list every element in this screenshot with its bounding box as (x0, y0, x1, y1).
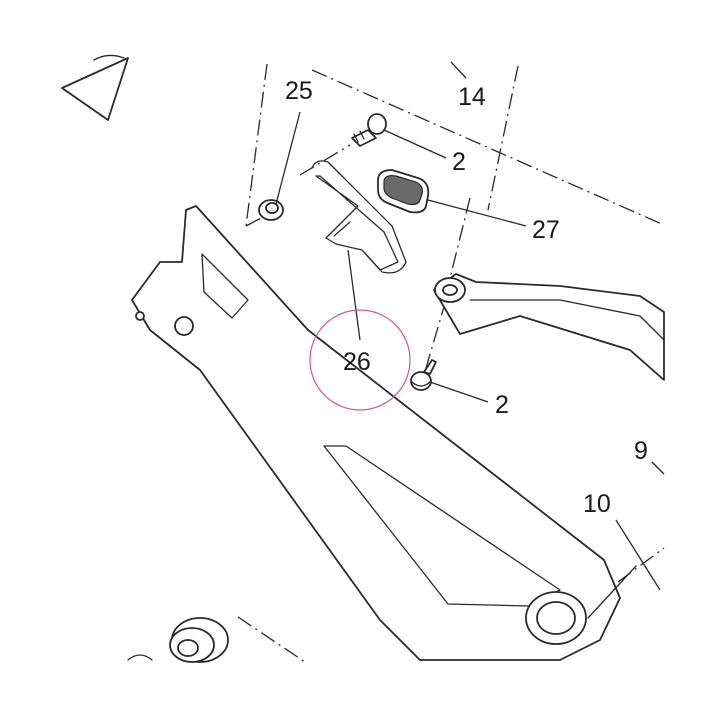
bracket-pivot-hole (174, 316, 194, 336)
upper-bolt (351, 113, 387, 147)
lever-arm-inner-edge (469, 299, 665, 341)
callout-2-lower: 2 (495, 391, 509, 419)
bracket-boss-axis (587, 565, 637, 619)
leader-25 (275, 111, 301, 205)
callout-25: 25 (285, 77, 313, 105)
rubber-grommet (377, 169, 430, 214)
leader-10 (615, 519, 661, 591)
leader-26 (347, 249, 361, 341)
bracket-upper-window (201, 253, 249, 319)
callout-10: 10 (583, 490, 611, 518)
callout-26: 26 (343, 348, 371, 376)
ref-line-bolt-to-spring (299, 144, 351, 176)
callout-14: 14 (458, 83, 486, 111)
ref-line-bottom (237, 616, 306, 663)
leader-9 (651, 461, 665, 475)
ref-line-bolt-lower (425, 299, 447, 369)
bracket-boss-inner (536, 601, 576, 635)
lower-bolt (410, 359, 437, 391)
lever-pivot-hole (442, 284, 458, 296)
footrest-bracket (131, 205, 637, 661)
callout-9: 9 (634, 437, 648, 465)
bracket-small-hole (135, 311, 145, 321)
ref-line-right-vertical (487, 65, 519, 211)
corner-triangle-fragment (61, 54, 129, 121)
callout-labels: 25 14 2 27 26 2 9 10 (285, 77, 648, 518)
leader-2-lower (429, 381, 489, 403)
leader-27 (427, 199, 527, 227)
brake-lever-arm (433, 273, 665, 381)
leader-lines (275, 61, 665, 591)
callout-27: 27 (532, 216, 560, 244)
bushing-part (127, 617, 229, 663)
return-spring (311, 160, 407, 274)
ref-line-top-diagonal (311, 69, 665, 226)
leader-2-upper (383, 129, 447, 159)
callout-2-upper: 2 (452, 148, 466, 176)
ref-line-bottom-right (617, 547, 665, 583)
washer (258, 199, 284, 221)
ref-line-bolt-upper (447, 197, 471, 287)
leader-14 (450, 61, 467, 79)
highlight-circle (309, 309, 411, 411)
